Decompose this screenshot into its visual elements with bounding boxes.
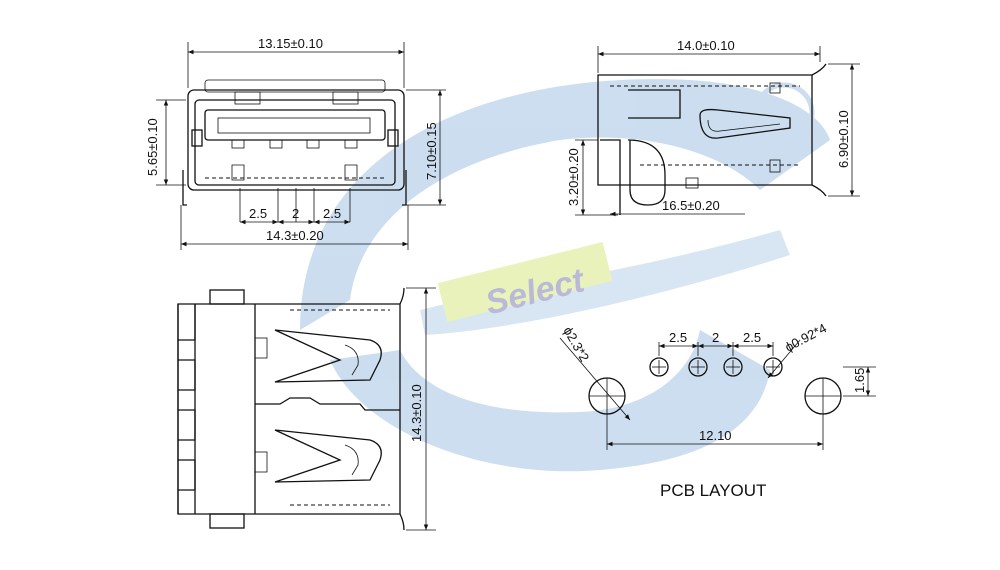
watermark-green-band bbox=[437, 242, 613, 322]
dim-front-pitch-a: 2.5 bbox=[249, 206, 267, 221]
dim-front-top-width: 13.15±0.10 bbox=[258, 36, 323, 51]
top-body-outline bbox=[177, 303, 401, 515]
dim-side-leg-height: 3.20±0.20 bbox=[566, 148, 581, 206]
dim-pcb-span: 12.10 bbox=[699, 428, 732, 443]
dim-top-right-width: 14.3±0.10 bbox=[409, 384, 424, 442]
pcb-small-hole-2 bbox=[688, 357, 708, 377]
pcb-small-hole-3 bbox=[723, 357, 743, 377]
dim-side-top-length: 14.0±0.10 bbox=[677, 38, 735, 53]
dim-pcb-small-hole: ϕ0.92*4 bbox=[782, 320, 829, 354]
dim-front-pitch-b: 2 bbox=[292, 206, 299, 221]
dim-pcb-pitch-a: 2.5 bbox=[669, 330, 687, 345]
dim-pcb-pitch-c: 2.5 bbox=[743, 330, 761, 345]
pcb-small-hole-1 bbox=[649, 357, 669, 377]
dim-pcb-pitch-b: 2 bbox=[712, 330, 719, 345]
dim-front-bottom-width: 14.3±0.20 bbox=[266, 228, 324, 243]
front-view: 13.15±0.10 5.65±0.10 7.10±0.15 2.5 2 2.5… bbox=[145, 36, 446, 250]
watermark: Select R bbox=[300, 79, 830, 472]
watermark-swoosh-top bbox=[300, 79, 830, 330]
front-port-opening bbox=[204, 109, 386, 141]
watermark-swoosh-bottom bbox=[330, 330, 770, 472]
dim-front-right-height: 7.10±0.15 bbox=[424, 122, 439, 180]
dim-side-right-height: 6.90±0.10 bbox=[836, 110, 851, 168]
top-view: 14.3±0.10 bbox=[177, 287, 436, 531]
pcb-layout-label: PCB LAYOUT bbox=[660, 481, 766, 500]
dim-pcb-offset: 1.65 bbox=[852, 368, 867, 393]
dim-front-left-height: 5.65±0.10 bbox=[145, 118, 160, 176]
dim-side-leg-offset: 16.5±0.20 bbox=[662, 198, 720, 213]
side-view: 14.0±0.10 6.90±0.10 3.20±0.20 16.5±0.20 bbox=[566, 38, 860, 217]
dim-front-pitch-c: 2.5 bbox=[323, 206, 341, 221]
